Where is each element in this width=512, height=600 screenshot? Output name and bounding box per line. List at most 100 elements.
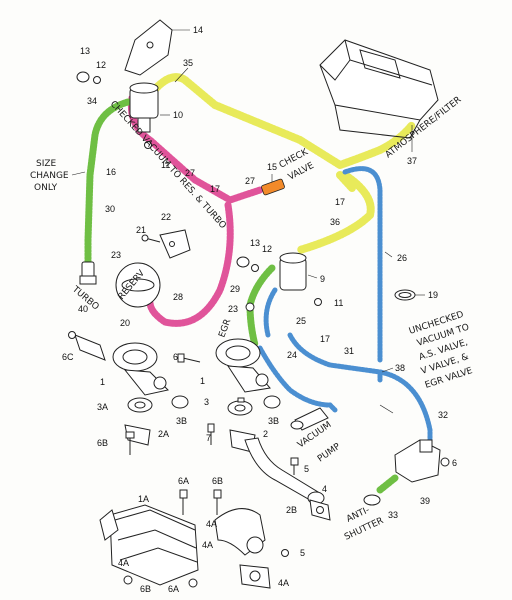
pipe-2B (214, 508, 266, 556)
hose-32-blue (377, 369, 433, 453)
label-23-left: 23 (111, 250, 121, 260)
grommet-12-mid (251, 264, 259, 272)
egr-cooler-1A (99, 504, 199, 586)
label-3: 3 (204, 397, 209, 407)
hose-26-blue (342, 166, 383, 363)
label-6B-top: 6B (212, 476, 223, 486)
screw-21 (141, 234, 161, 243)
valve-39 (394, 439, 441, 483)
label-28: 28 (173, 292, 183, 302)
hose-36-yellow (296, 171, 375, 254)
part-number-labels: 14 13 12 35 34 10 11 37 15 27 27 16 17 1… (62, 25, 457, 594)
label-3B-right: 3B (268, 416, 279, 426)
note-egr: EGR (217, 318, 233, 339)
label-3B-left: 3B (176, 416, 187, 426)
label-27: 27 (185, 168, 195, 178)
label-17-b: 17 (335, 197, 345, 207)
label-13-top: 13 (80, 46, 90, 56)
label-31: 31 (344, 346, 354, 356)
hose-24-blue (257, 345, 338, 413)
nut-6A-bottom (188, 578, 198, 588)
label-23-mid: 23 (228, 304, 238, 314)
bolt-5-bottom (281, 549, 289, 557)
label-11-mid: 11 (334, 298, 343, 308)
label-6A-bottom: 6A (168, 584, 179, 594)
label-35: 35 (183, 58, 193, 68)
label-4-right: 4 (322, 484, 327, 494)
gasket-4-right (309, 499, 331, 521)
bolt-5-top (290, 457, 299, 475)
vacuum-reservoir-20 (115, 262, 161, 308)
bolt-3-right (237, 397, 245, 403)
label-6B-left: 6B (97, 438, 108, 448)
label-12-top: 12 (96, 60, 106, 70)
nut-11-mid (314, 298, 322, 306)
note-size-change-2: CHANGE (30, 171, 69, 181)
label-4A-a: 4A (206, 519, 217, 529)
label-4A-b: 4A (202, 540, 213, 550)
note-size-change-3: ONLY (34, 183, 58, 193)
check-valve-15 (261, 178, 285, 196)
cap-13-top (76, 71, 90, 83)
label-4A-d: 4A (278, 578, 289, 588)
label-2B: 2B (286, 505, 297, 515)
bolt-6A-top (179, 489, 188, 515)
bolt-6-right (207, 423, 215, 445)
bracket-22 (159, 229, 191, 259)
anti-shutter-fitting (363, 494, 381, 506)
hose-35-yellow (146, 73, 344, 169)
label-30: 30 (105, 204, 115, 214)
hose-37-yellow (336, 121, 416, 169)
label-6A-top: 6A (178, 476, 189, 486)
cap-13-mid (236, 256, 250, 268)
label-24: 24 (287, 350, 297, 360)
label-1-right: 1 (200, 376, 205, 386)
label-17-c: 17 (320, 334, 330, 344)
solenoid-valve-10 (129, 82, 159, 133)
egr-valve-right-1 (215, 338, 271, 393)
label-6B-bottom: 6B (140, 584, 151, 594)
label-37: 37 (407, 156, 417, 166)
label-25: 25 (296, 316, 306, 326)
label-12-mid: 12 (262, 244, 272, 254)
label-33: 33 (388, 510, 398, 520)
note-size-change-1: SIZE (36, 159, 57, 169)
label-1-left: 1 (100, 377, 105, 387)
hose-25-blue (263, 287, 278, 338)
egr-valve-left-1 (112, 342, 170, 396)
label-7: 7 (206, 433, 211, 443)
note-vacuum-pump-2: PUMP (316, 441, 343, 464)
label-22: 22 (161, 212, 171, 222)
label-17-a: 17 (210, 184, 220, 194)
label-38: 38 (395, 363, 405, 373)
label-15: 15 (267, 162, 277, 172)
label-2: 2 (263, 429, 268, 439)
bolt-6B-bottom-top (213, 489, 222, 515)
nut-11-top (144, 141, 152, 149)
bracket-14 (124, 19, 173, 76)
hose-30-green (84, 98, 132, 269)
egr-pipe-right (244, 437, 325, 505)
label-11-top: 11 (161, 160, 170, 170)
label-32: 32 (438, 410, 448, 420)
bracket-6C (68, 331, 106, 361)
label-6C: 6C (62, 352, 74, 362)
label-34: 34 (87, 96, 97, 106)
hose-clamp-19 (394, 289, 416, 301)
label-9: 9 (320, 274, 325, 284)
gasket-3B-right (263, 395, 281, 409)
label-13-mid: 13 (250, 238, 260, 248)
label-5-top: 5 (304, 464, 309, 474)
hose-17-yellow (336, 171, 356, 192)
fitting-23-mid (245, 302, 255, 312)
label-16: 16 (106, 167, 116, 177)
solenoid-valve-9 (279, 252, 307, 291)
gasket-3 (227, 400, 253, 416)
label-4A-c: 4A (118, 558, 129, 568)
hose-31-blue (287, 332, 383, 375)
leader-lines (160, 29, 425, 414)
air-filter-housing (319, 39, 439, 139)
label-19: 19 (428, 290, 438, 300)
